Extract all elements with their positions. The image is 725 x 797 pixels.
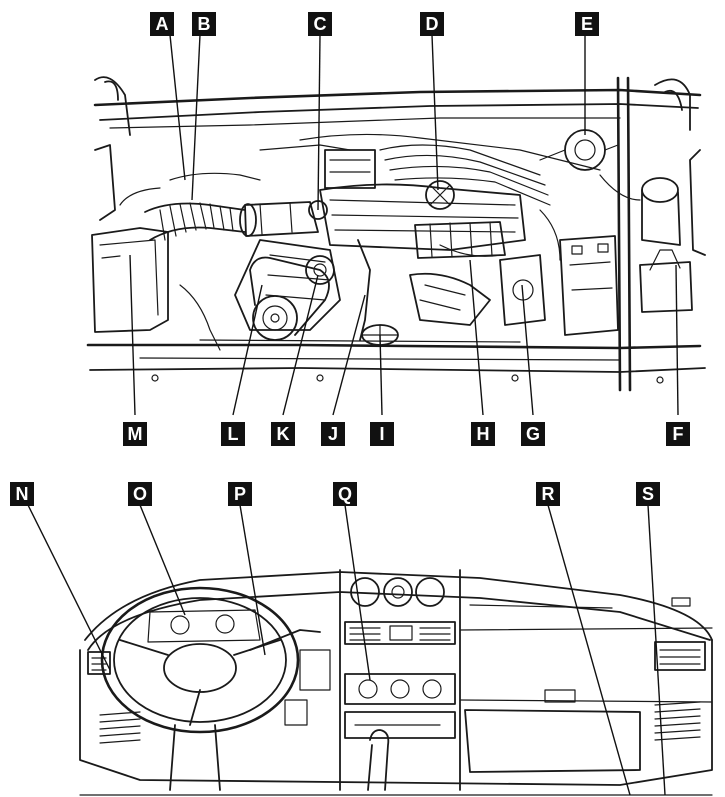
callout-c: C (308, 12, 332, 36)
dashboard (79, 569, 713, 796)
callout-b: B (192, 12, 216, 36)
callout-f: F (666, 422, 690, 446)
callout-h: H (471, 422, 495, 446)
callout-g: G (521, 422, 545, 446)
callout-s: S (636, 482, 660, 506)
callout-m: M (123, 422, 147, 446)
callout-i: I (370, 422, 394, 446)
callout-l: L (221, 422, 245, 446)
engine-bay (86, 76, 706, 392)
callout-k: K (271, 422, 295, 446)
callout-d: D (420, 12, 444, 36)
callout-q: Q (333, 482, 357, 506)
callout-j: J (321, 422, 345, 446)
callout-p: P (228, 482, 252, 506)
callout-r: R (536, 482, 560, 506)
callout-o: O (128, 482, 152, 506)
leader-lines (27, 34, 679, 796)
callout-e: E (575, 12, 599, 36)
callout-a: A (150, 12, 174, 36)
callout-n: N (10, 482, 34, 506)
